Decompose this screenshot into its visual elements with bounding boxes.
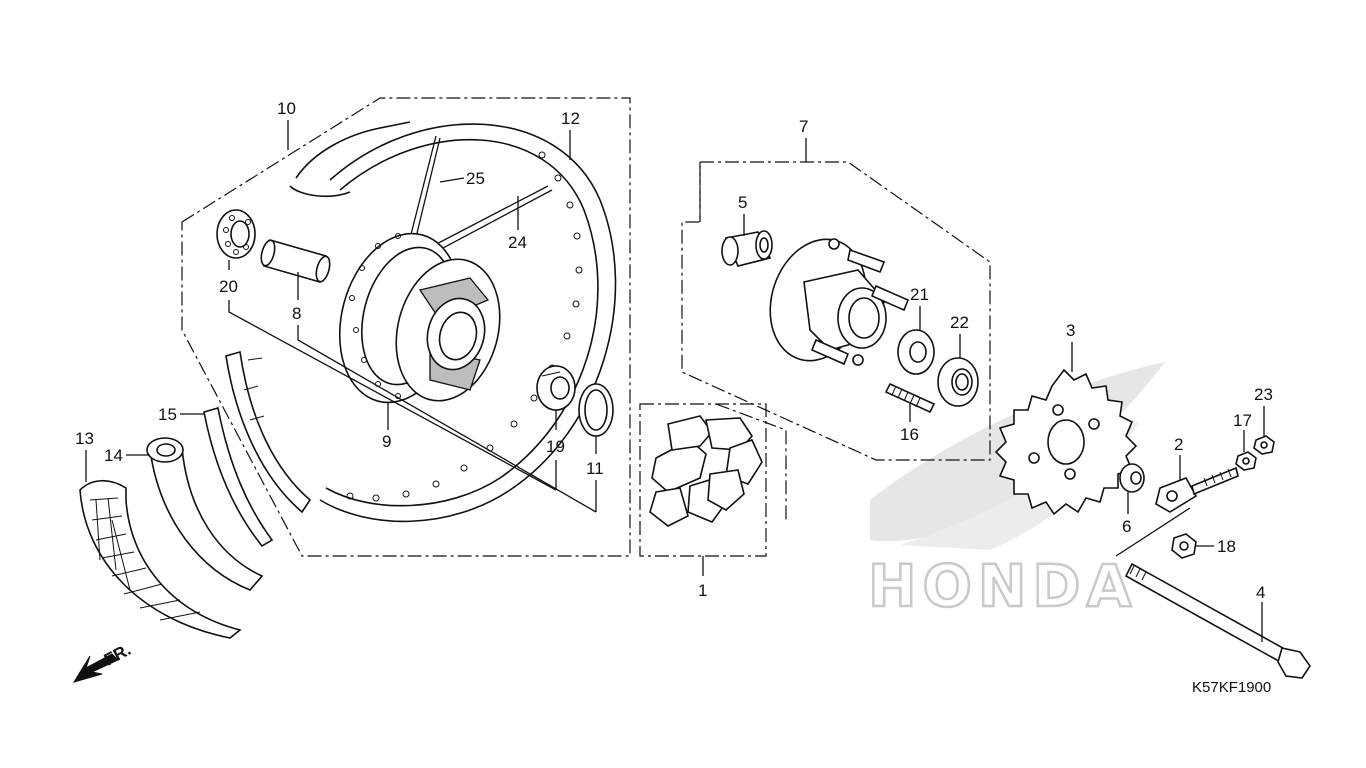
callout-17: 17	[1233, 411, 1252, 430]
callout-3: 3	[1066, 321, 1075, 340]
collar-6	[1119, 463, 1145, 493]
tube-14	[146, 437, 264, 591]
callout-11: 11	[586, 459, 604, 478]
callout-24: 24	[508, 233, 527, 252]
nut-18	[1171, 533, 1197, 559]
bearing-19	[536, 365, 576, 411]
callout-6: 6	[1122, 517, 1131, 536]
wheel-group-10	[181, 97, 631, 557]
callout-2: 2	[1174, 435, 1183, 454]
callout-19: 19	[546, 437, 565, 456]
callout-14: 14	[104, 446, 123, 465]
callout-9: 9	[382, 432, 391, 451]
callout-8: 8	[292, 304, 301, 323]
callout-16: 16	[900, 425, 919, 444]
callout-10: 10	[277, 99, 296, 118]
callout-7: 7	[799, 117, 808, 136]
chain-adjuster-2	[1155, 466, 1239, 513]
callout-20: 20	[219, 277, 238, 296]
leader-lines	[85, 120, 1265, 642]
callout-18: 18	[1217, 537, 1236, 556]
watermark-text: HONDA	[868, 552, 1137, 620]
hub-9	[338, 232, 501, 404]
nut-17	[1235, 451, 1257, 471]
damper-group-1	[639, 403, 787, 557]
damper-rubbers	[649, 415, 763, 527]
callout-1: 1	[698, 581, 707, 600]
sprocket-3	[994, 368, 1138, 516]
rim-12	[289, 121, 617, 523]
callout-4: 4	[1256, 583, 1265, 602]
collar-5	[721, 230, 773, 267]
drawing-code: K57KF1900	[1192, 679, 1271, 696]
seal-11	[578, 383, 614, 437]
callout-25: 25	[466, 169, 485, 188]
tire-13	[79, 479, 242, 639]
stud-bolt-16	[884, 382, 936, 414]
flange-group-7	[681, 161, 991, 461]
driven-flange	[769, 238, 910, 366]
callout-13: 13	[75, 429, 94, 448]
bearing-20	[216, 209, 256, 259]
rim-band-15	[203, 406, 274, 548]
callout-15: 15	[158, 405, 177, 424]
callout-5: 5	[738, 193, 747, 212]
front-direction-arrow-icon: FR.	[72, 640, 134, 683]
nut-23	[1253, 435, 1275, 455]
axle-4	[1124, 562, 1311, 679]
callouts: 10 12 25 24 20 8 9 19 11 13 14 15 7 5 21…	[75, 99, 1273, 602]
callout-12: 12	[561, 109, 580, 128]
callout-23: 23	[1254, 385, 1273, 404]
collar-8	[260, 238, 331, 284]
bearing-21	[897, 329, 935, 375]
callout-22: 22	[950, 313, 969, 332]
callout-21: 21	[910, 285, 929, 304]
seal-22	[937, 357, 979, 407]
